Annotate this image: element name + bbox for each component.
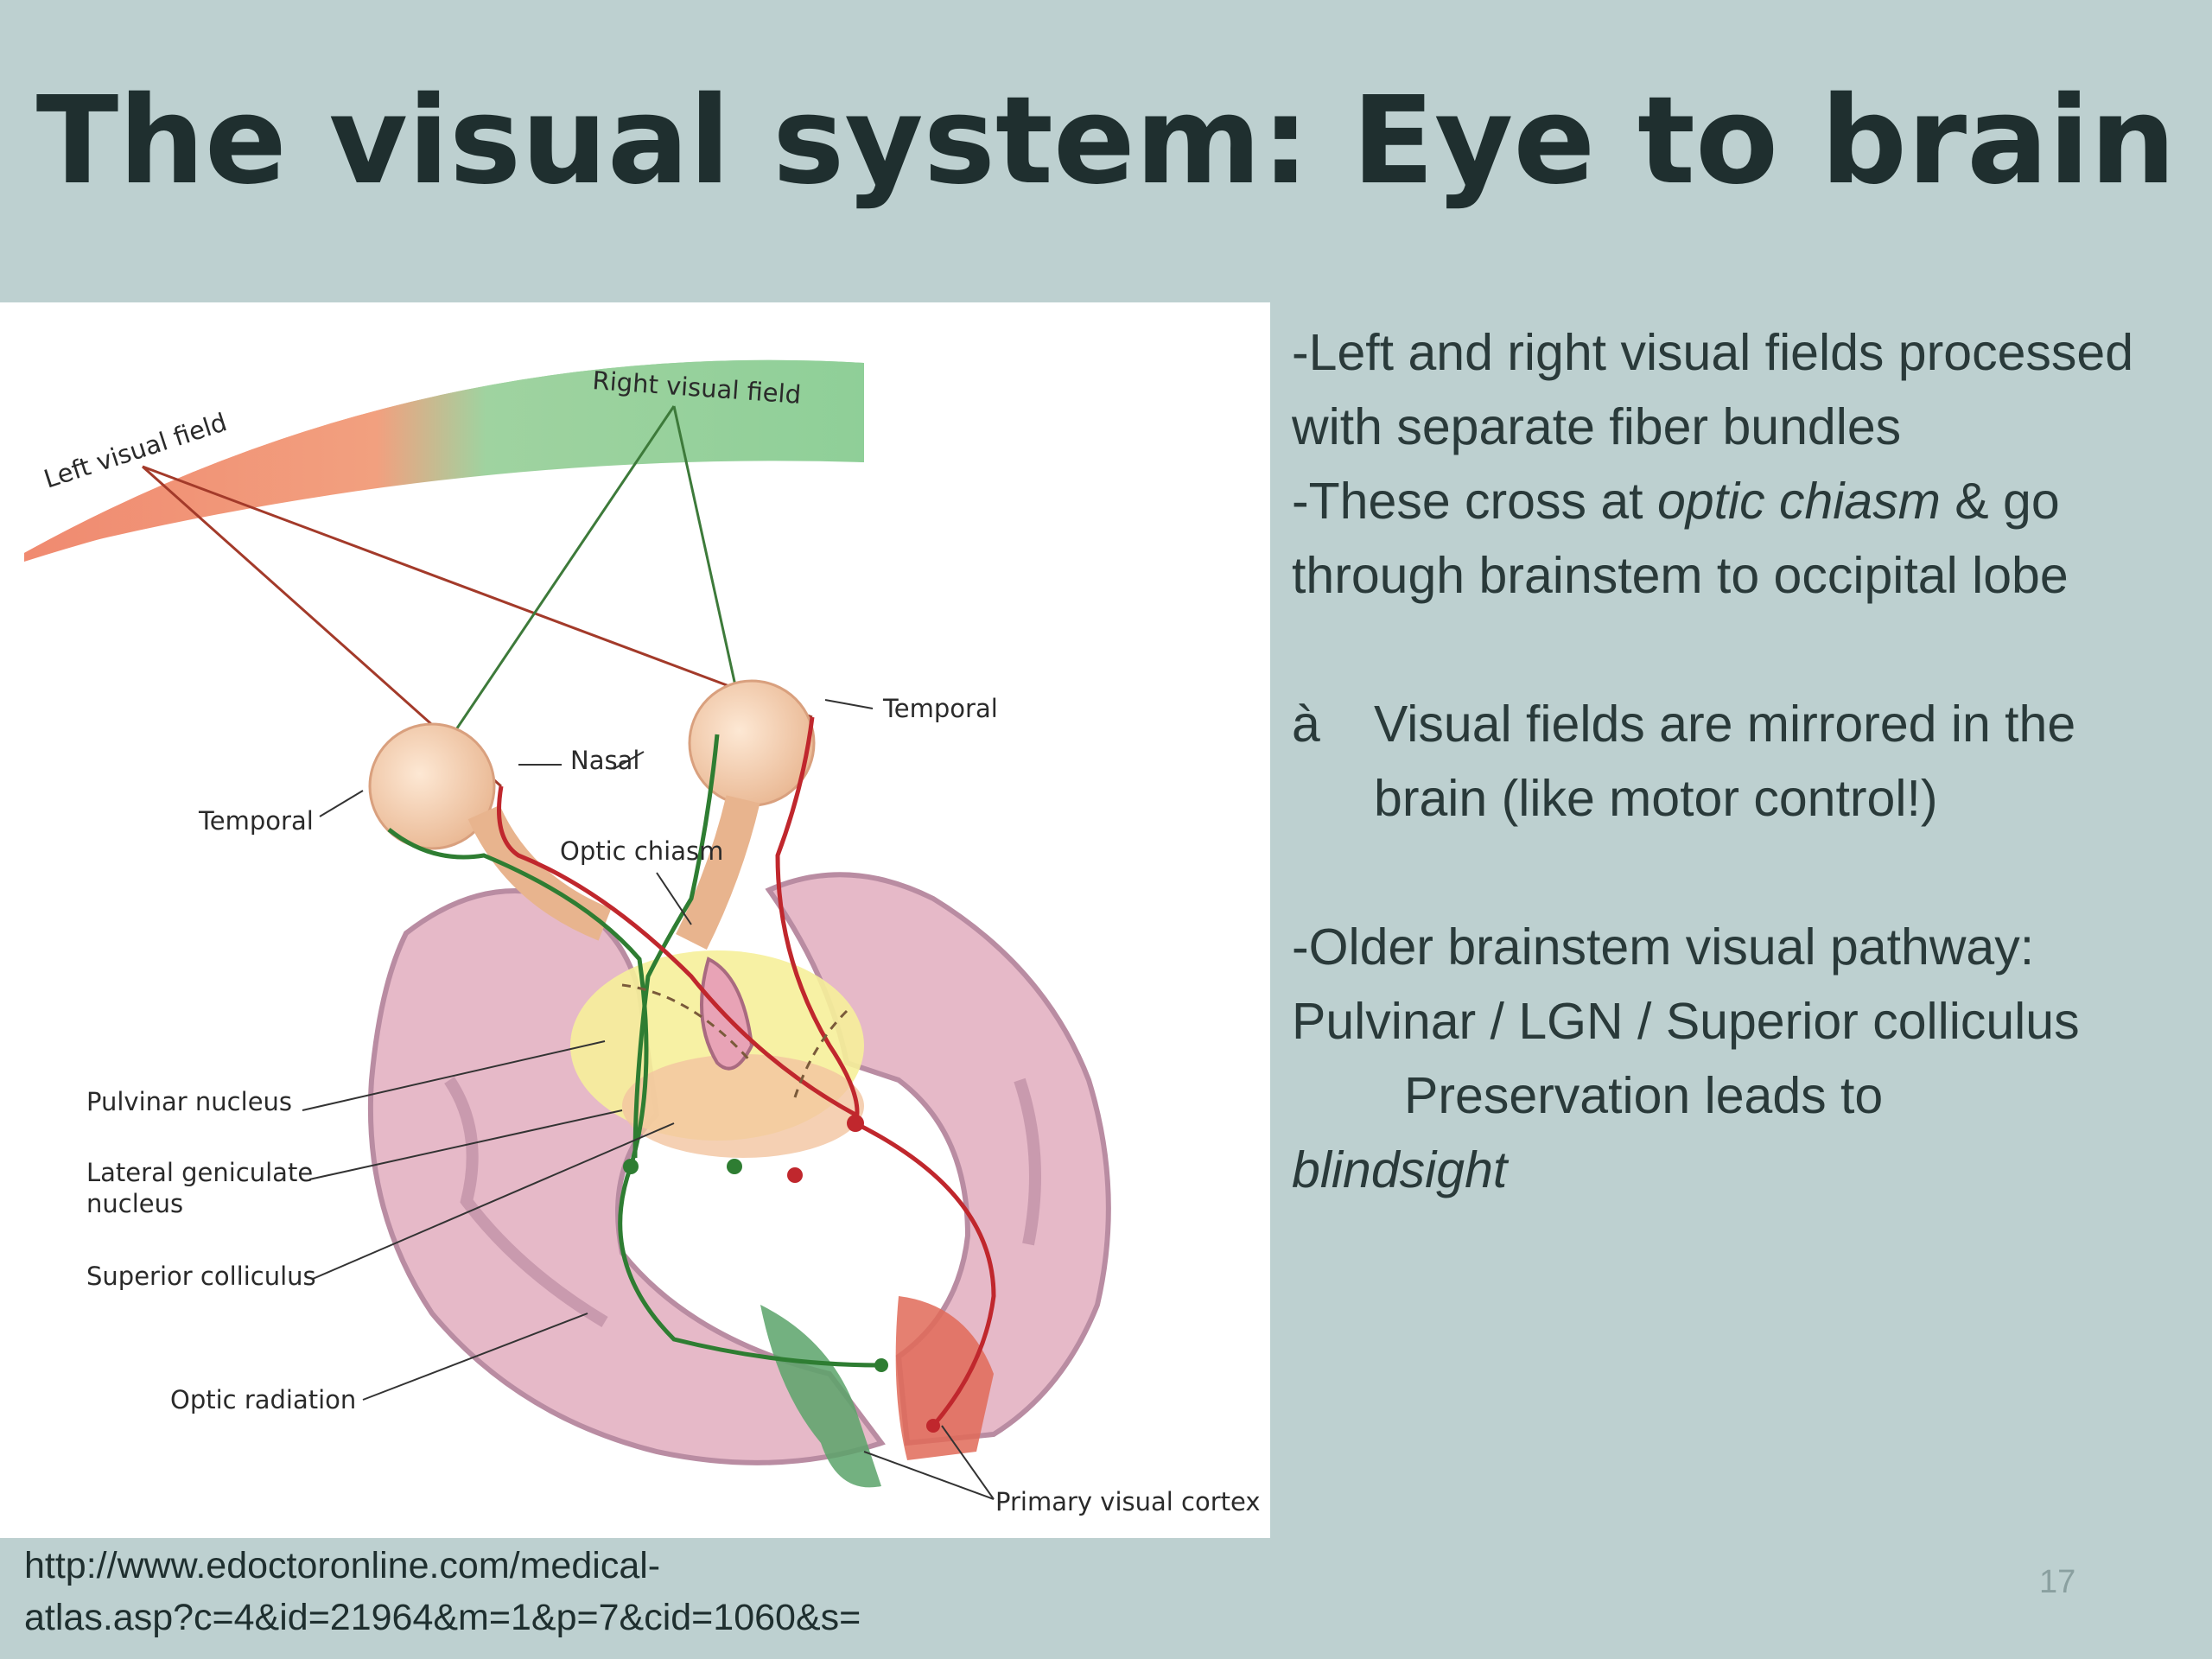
right-visual-cortex — [895, 1296, 994, 1460]
blindsight-term: blindsight — [1292, 1141, 1508, 1198]
label-temporal-right: Temporal — [882, 694, 998, 723]
bullet-glyph: à — [1292, 696, 1320, 753]
body-paragraph-chiasm: -These cross at optic chiasm & go throug… — [1292, 464, 2190, 613]
label-pulvinar-nucleus: Pulvinar nucleus — [86, 1087, 292, 1116]
label-temporal-left: Temporal — [198, 806, 314, 836]
bullet-text: Visual fields are mirrored in the brain … — [1374, 696, 2076, 827]
right-eye — [676, 679, 816, 950]
collateral-dashes — [621, 983, 849, 1098]
left-field-pathway — [497, 716, 996, 1427]
source-url[interactable]: http://www.edoctoronline.com/medical- at… — [24, 1540, 1234, 1643]
label-optic-radiation: Optic radiation — [170, 1385, 356, 1414]
mirrored-bullet: à Visual fields are mirrored in the brai… — [1292, 687, 2190, 836]
chiasm-term: optic chiasm — [1656, 473, 1941, 530]
label-lgn-line1: Lateral geniculate — [86, 1158, 313, 1187]
slide-body: -Left and right visual fields processed … — [1292, 315, 2190, 1207]
label-superior-colliculus: Superior colliculus — [86, 1262, 316, 1291]
visual-pathway-diagram: Left visual field Right visual field Tem… — [24, 359, 1261, 1516]
source-url-line2: atlas.asp?c=4&id=21964&m=1&p=7&cid=1060&… — [24, 1597, 861, 1638]
right-field-pathway — [387, 734, 882, 1368]
body-paragraph-preservation: Preservation leads to — [1404, 1067, 1884, 1124]
synapse-dots — [623, 1115, 940, 1433]
chiasm-text-pre: -These cross at — [1292, 473, 1657, 530]
source-url-line1: http://www.edoctoronline.com/medical- — [24, 1545, 661, 1586]
leader-lines — [302, 699, 995, 1500]
body-paragraph-fields: -Left and right visual fields processed … — [1292, 324, 2134, 455]
body-paragraph-brainstem: -Older brainstem visual pathway: Pulvina… — [1292, 918, 2080, 1050]
label-primary-visual-cortex: Primary visual cortex — [995, 1487, 1261, 1516]
label-optic-chiasm: Optic chiasm — [560, 836, 723, 866]
left-visual-cortex — [760, 1305, 881, 1488]
page-number: 17 — [2039, 1564, 2076, 1600]
chiasm-text-post: & go through brainstem to occipital lobe — [1292, 473, 2069, 604]
label-nasal: Nasal — [570, 746, 639, 775]
body-blindsight: blindsight — [1292, 1133, 2190, 1207]
slide-title: The visual system: Eye to brain — [35, 71, 2177, 212]
label-lgn-line2: nucleus — [86, 1189, 183, 1218]
figure-panel: Left visual field Right visual field Tem… — [0, 302, 1270, 1538]
